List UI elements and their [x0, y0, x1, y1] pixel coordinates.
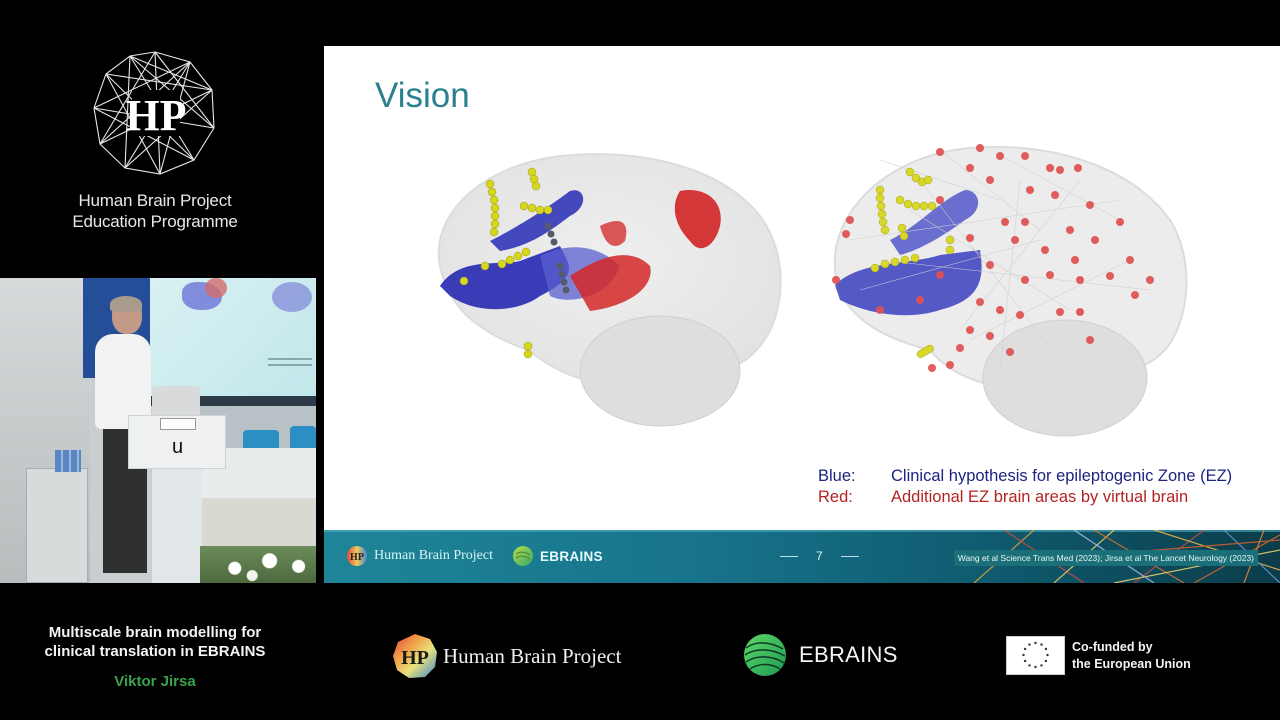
slide-footer-ebrains-logo: EBRAINS [512, 545, 603, 567]
svg-text:HP: HP [125, 91, 186, 140]
legend-row-red: Red: Additional EZ brain areas by virtua… [818, 488, 1189, 506]
podium-logo: u [172, 436, 184, 458]
brain-ez-hypothesis-image [437, 153, 782, 427]
svg-text:HP: HP [350, 552, 364, 563]
slide-legend: Blue: Clinical hypothesis for epileptoge… [818, 466, 1232, 508]
speaker-name: Viktor Jirsa [114, 673, 196, 690]
ebrains-icon [744, 634, 786, 676]
hbp-edu-line2: Education Programme [72, 212, 238, 231]
speaker-camera-feed: u [0, 278, 316, 583]
slide-page-number: 7 [762, 549, 877, 563]
speaker-person [95, 334, 151, 429]
slide-citation: Wang et al Science Trans Med (2023); Jir… [953, 550, 1258, 566]
hbp-color-icon: HP [347, 546, 367, 566]
hbp-edu-line1: Human Brain Project [78, 191, 232, 210]
legend-row-blue: Blue: Clinical hypothesis for epileptoge… [818, 467, 1233, 485]
svg-text:HP: HP [401, 647, 429, 669]
eu-flag-icon [1006, 636, 1065, 675]
hbp-education-logo: HP Human Brain Project Education Program… [60, 48, 250, 232]
bottom-ebrains-logo: EBRAINS [743, 633, 898, 677]
slide-title: Vision [375, 76, 470, 115]
slide-footer: HP Human Brain Project EBRAINS 7 [324, 530, 1280, 583]
hbp-polygon-icon: HP [93, 51, 215, 175]
bottom-hbp-logo: HP Human Brain Project [392, 633, 621, 679]
projector-screen [150, 278, 316, 396]
talk-title: Multiscale brain modelling for clinical … [44, 624, 266, 660]
presentation-slide: Vision [324, 46, 1280, 583]
eu-cofunded-logo: Co-funded by the European Union [1006, 636, 1191, 675]
hbp-color-icon: HP [393, 634, 437, 678]
brain-virtual-network-image [832, 144, 1188, 437]
ebrains-icon [513, 546, 533, 566]
slide-footer-hbp-logo: HP Human Brain Project [346, 545, 493, 567]
